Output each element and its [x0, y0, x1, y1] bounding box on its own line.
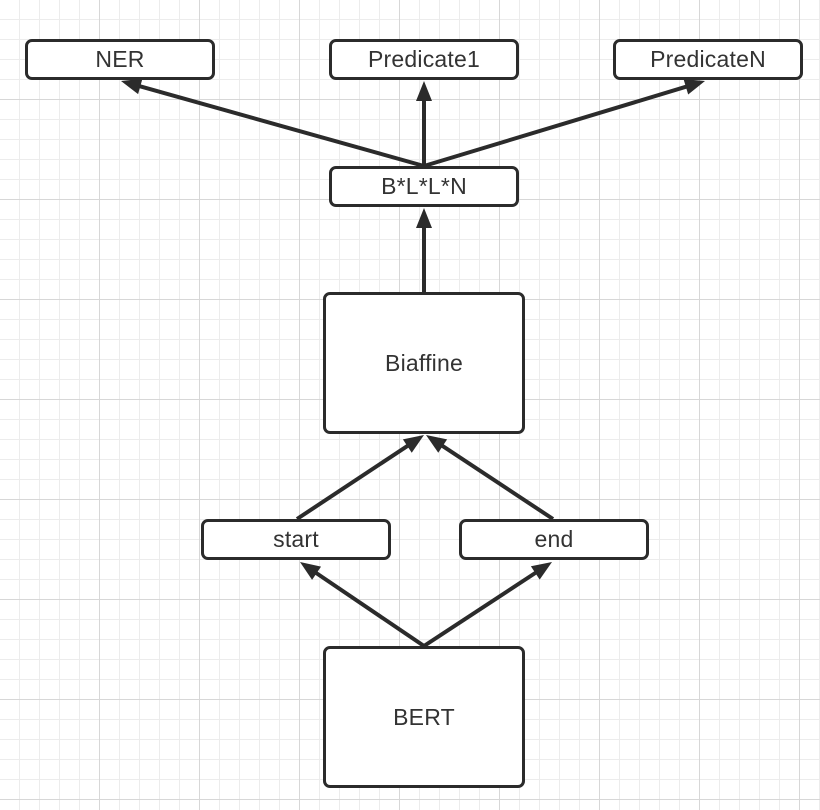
- start-node: start: [201, 519, 391, 560]
- end-node: end: [459, 519, 649, 560]
- arrowhead-bln-to-ner: [121, 78, 143, 95]
- predicaten-node: PredicateN: [613, 39, 803, 80]
- arrowhead-bln-to-predicaten: [683, 79, 705, 95]
- edge-bert-to-start: [313, 570, 426, 648]
- arrowhead-start-to-biaffine: [402, 435, 424, 453]
- edge-bln-to-ner: [137, 83, 425, 168]
- predicate1-node: Predicate1: [329, 39, 519, 80]
- bln-node: B*L*L*N: [329, 166, 519, 207]
- edge-end-to-biaffine: [439, 443, 555, 521]
- edge-bert-to-end: [422, 570, 539, 648]
- edge-bln-to-predicaten: [423, 84, 689, 168]
- edge-start-to-biaffine: [295, 443, 411, 521]
- arrowhead-bert-to-end: [530, 562, 552, 580]
- arrowhead-end-to-biaffine: [426, 435, 448, 453]
- arrowhead-biaffine-to-bln: [416, 208, 432, 228]
- biaffine-node: Biaffine: [323, 292, 525, 434]
- arrowhead-bln-to-predicate1: [416, 81, 432, 101]
- arrowhead-bert-to-start: [300, 562, 322, 580]
- ner-node: NER: [25, 39, 215, 80]
- bert-node: BERT: [323, 646, 525, 788]
